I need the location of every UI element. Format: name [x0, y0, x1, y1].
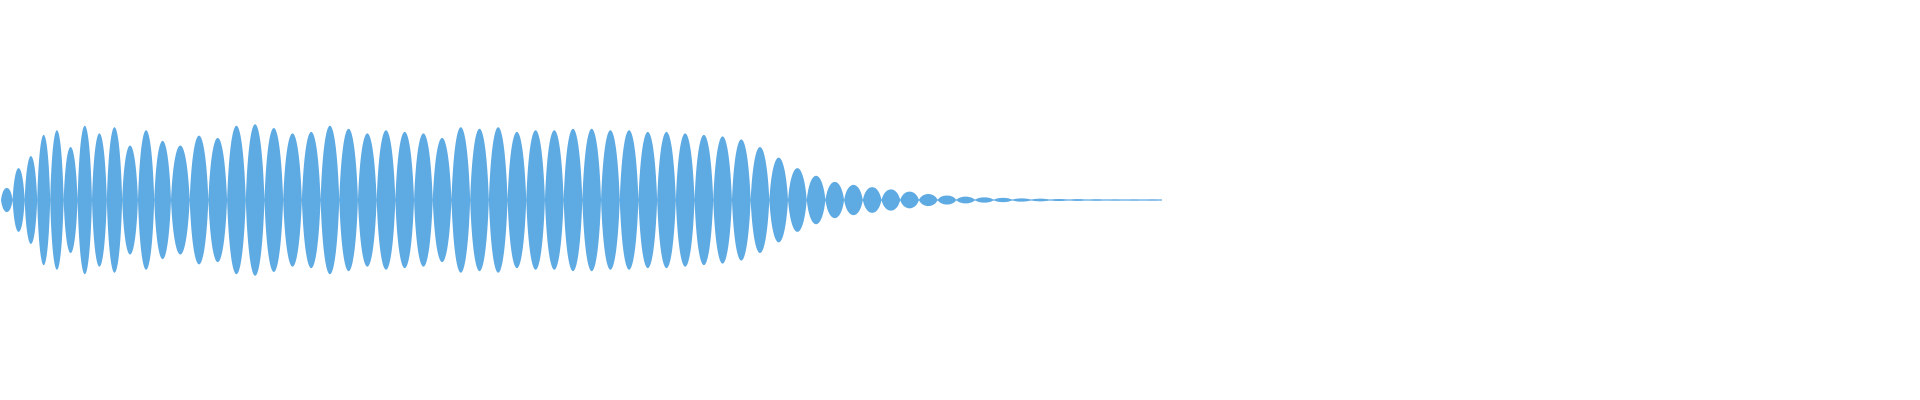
- waveform-cycles: [1, 124, 1162, 276]
